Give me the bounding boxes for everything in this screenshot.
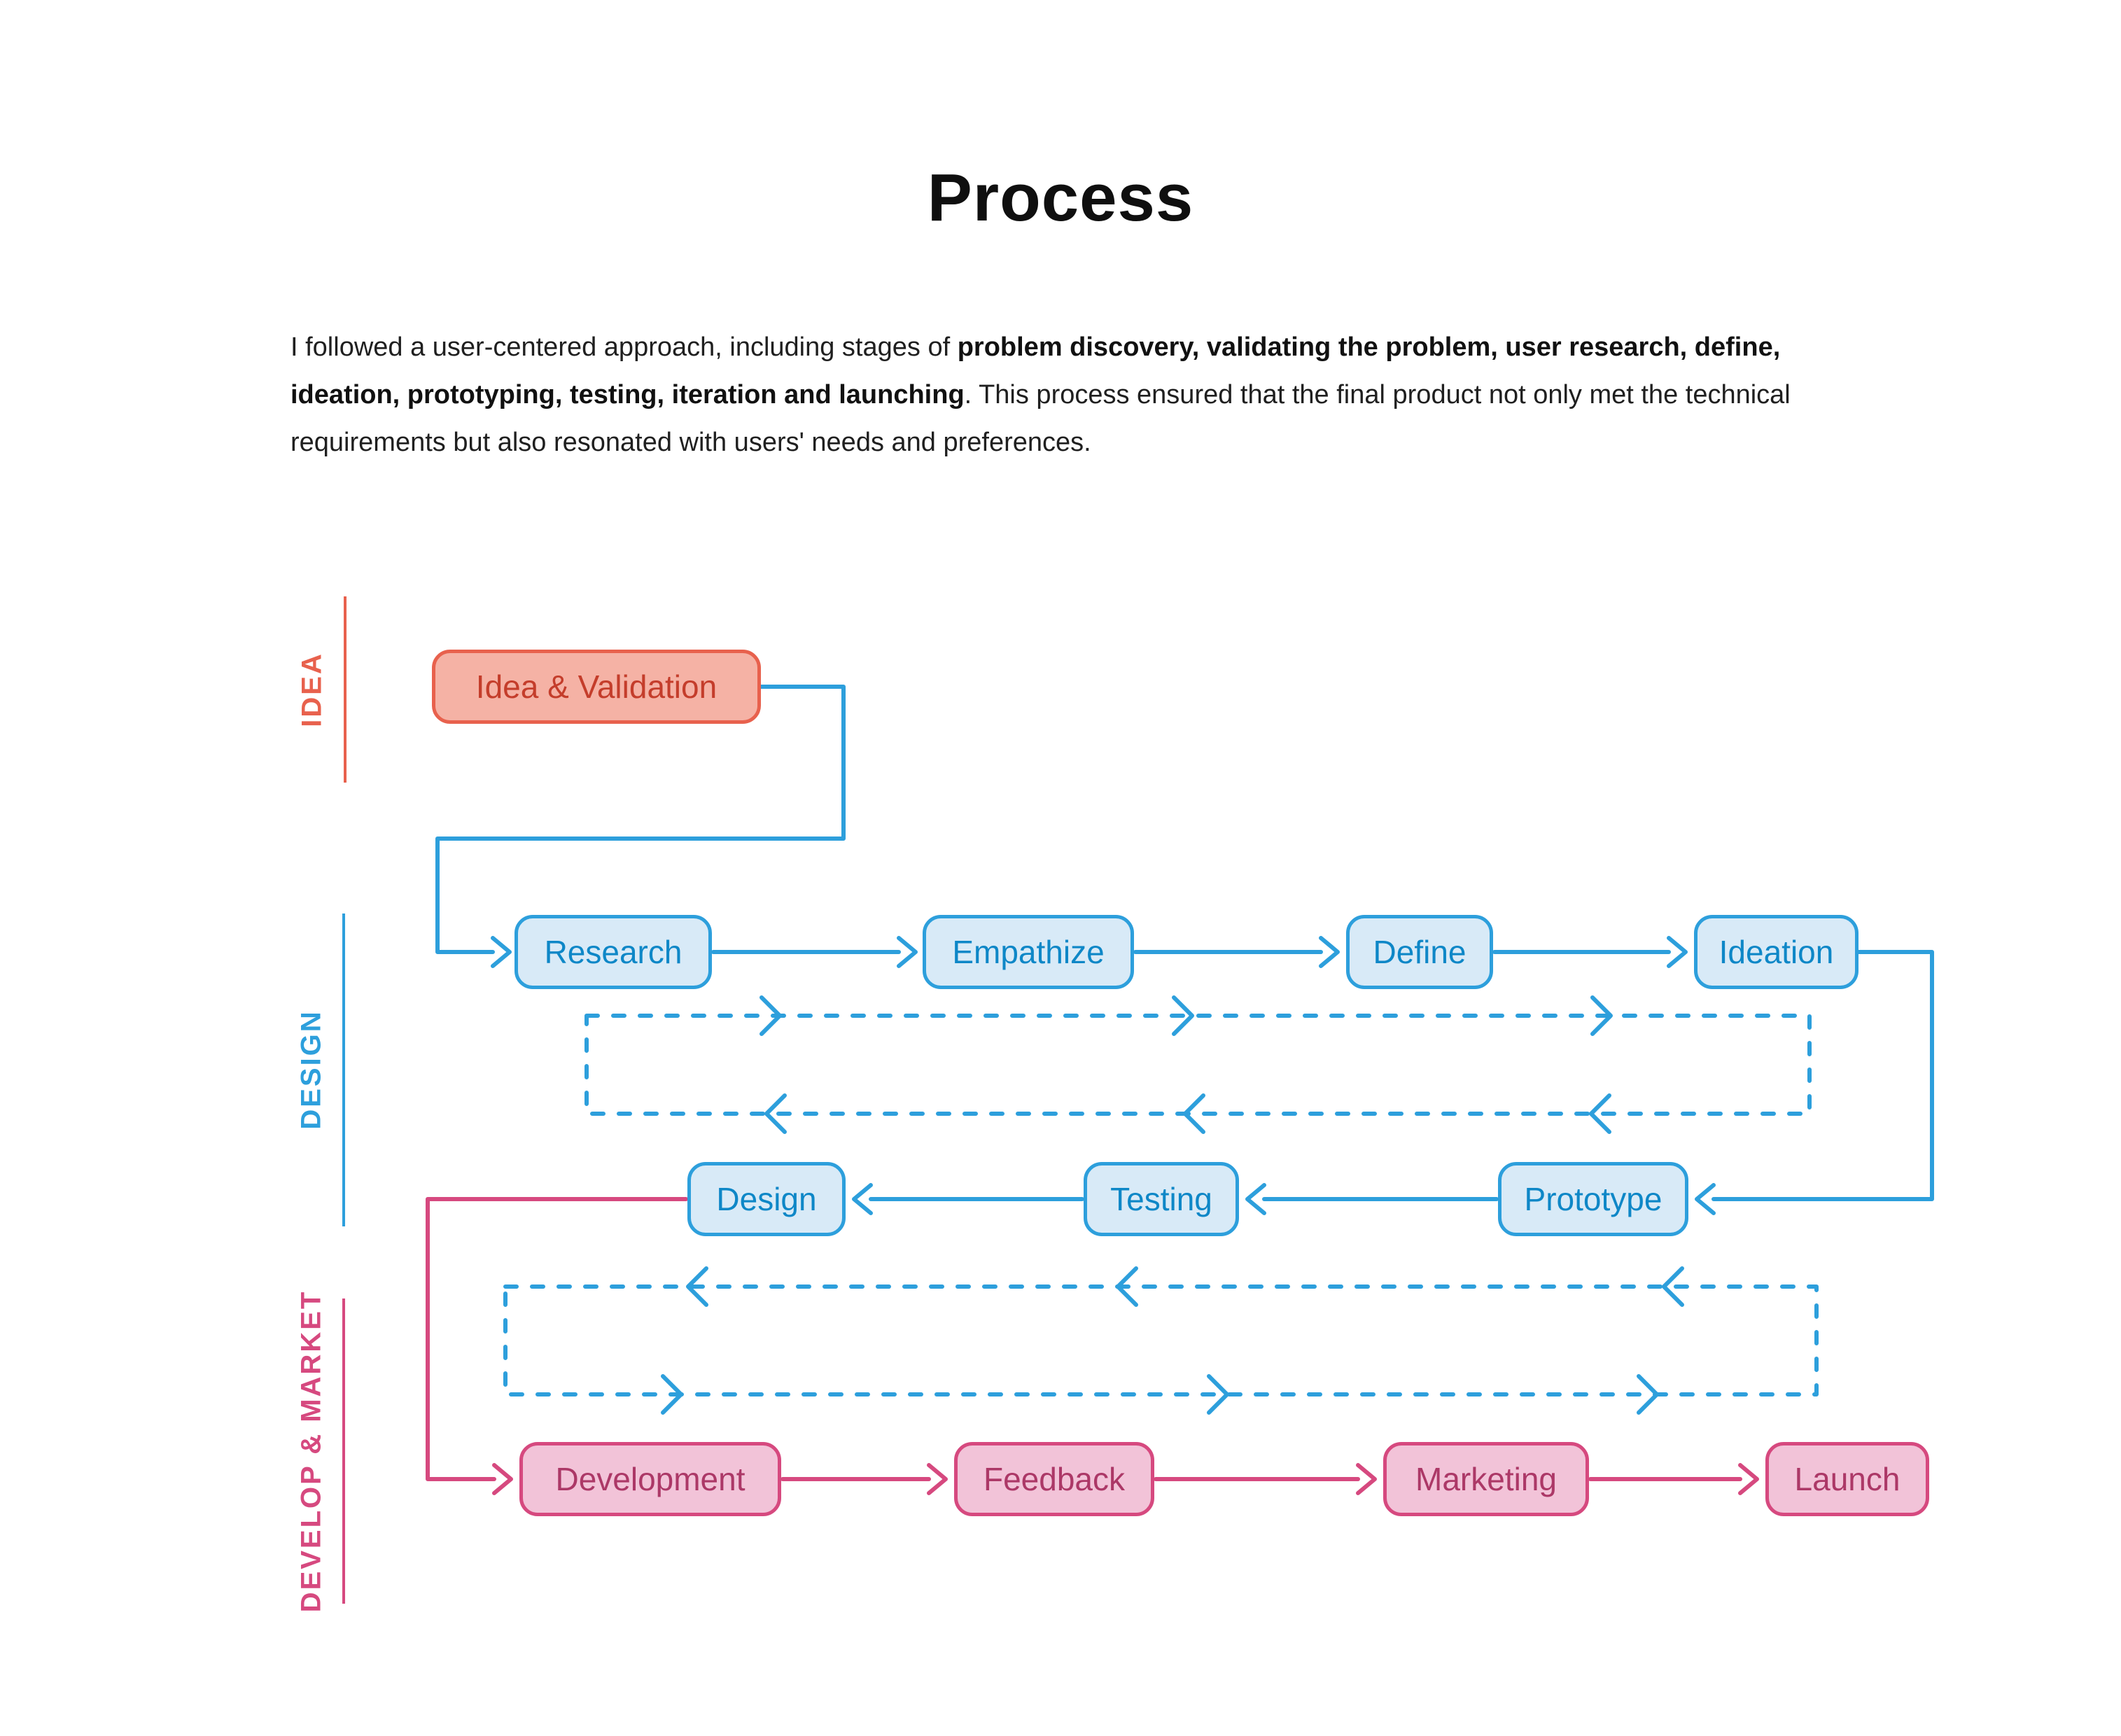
intro-text-post: . This process ensured that the final pr… (290, 380, 1791, 457)
node-development: Development (519, 1442, 781, 1516)
section-line-design (342, 913, 345, 1226)
edge-ideation-to-prototype (1695, 950, 1934, 1215)
node-research: Research (514, 915, 712, 989)
page-title: Process (927, 160, 1194, 235)
edge-prototype-to-testing (1245, 1183, 1499, 1215)
node-empathize: Empathize (923, 915, 1134, 989)
edge-development-to-feedback (780, 1463, 948, 1495)
intro-paragraph: I followed a user-centered approach, inc… (290, 323, 1799, 466)
intro-text-bold: problem discovery, validating the proble… (290, 332, 1781, 410)
node-design: Design (687, 1162, 846, 1236)
edge-empathize-to-define (1133, 936, 1340, 968)
node-launch: Launch (1765, 1442, 1929, 1516)
node-prototype: Prototype (1498, 1162, 1688, 1236)
edge-testing-to-design (852, 1183, 1084, 1215)
develop-iteration-loop (503, 1266, 1819, 1415)
edge-research-to-empathize (711, 936, 918, 968)
node-marketing: Marketing (1383, 1442, 1589, 1516)
edge-define-to-ideation (1492, 936, 1688, 968)
edge-design-to-development (426, 1197, 688, 1495)
section-line-idea (344, 596, 346, 783)
edge-marketing-to-launch (1588, 1463, 1759, 1495)
edge-idea-to-research (435, 685, 846, 968)
intro-text-pre: I followed a user-centered approach, inc… (290, 332, 958, 362)
edge-feedback-to-marketing (1154, 1463, 1377, 1495)
node-feedback: Feedback (954, 1442, 1154, 1516)
node-idea-validation: Idea & Validation (432, 650, 761, 724)
node-ideation: Ideation (1694, 915, 1858, 989)
section-line-develop-market (342, 1298, 345, 1604)
node-define: Define (1346, 915, 1493, 989)
design-iteration-loop (584, 995, 1812, 1134)
node-testing: Testing (1084, 1162, 1239, 1236)
